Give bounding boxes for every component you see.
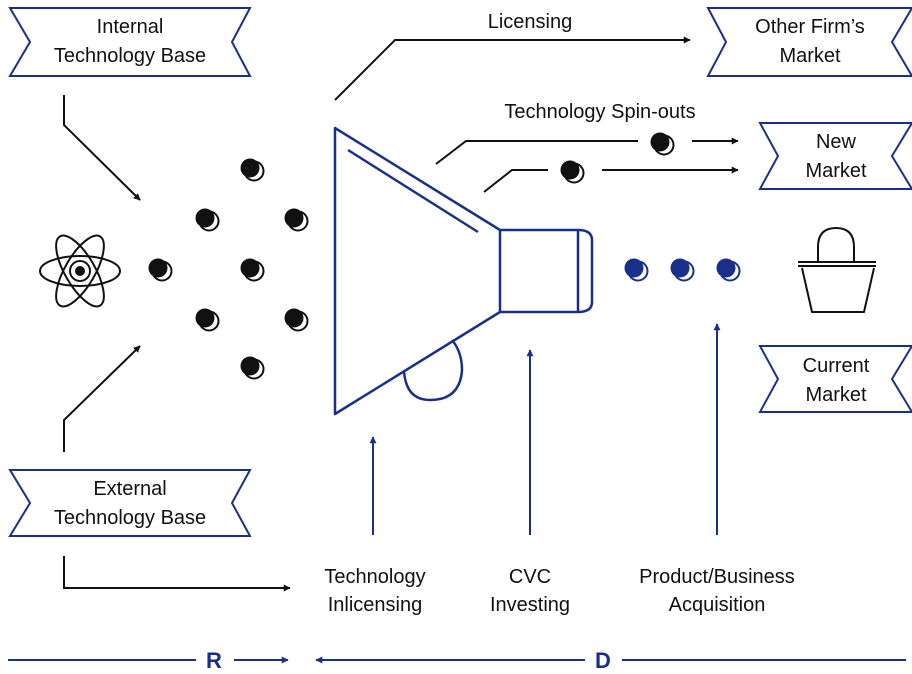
inlicensing-flow-arrow xyxy=(63,556,291,592)
product-dot xyxy=(624,258,649,282)
external-banner-line2: Technology Base xyxy=(54,507,206,529)
acquisition-label-line2: Acquisition xyxy=(669,594,766,616)
external-banner-line1: External xyxy=(93,478,166,500)
spin-outs-label: Technology Spin-outs xyxy=(504,101,695,123)
current-banner-line1: Current xyxy=(803,355,870,377)
idea-dot xyxy=(284,308,309,332)
licensing-label: Licensing xyxy=(488,11,573,33)
idea-dots xyxy=(148,132,675,380)
cvc-label-line2: Investing xyxy=(490,594,570,616)
licensing-arrow xyxy=(334,36,691,101)
idea-dot xyxy=(560,160,585,184)
acquisition-label-line1: Product/Business xyxy=(639,566,795,588)
other-firm-banner-line2: Market xyxy=(779,45,841,67)
new-banner-line2: Market xyxy=(805,160,867,182)
idea-dot xyxy=(650,132,675,156)
megaphone-funnel-icon xyxy=(333,126,594,416)
internal-banner-line2: Technology Base xyxy=(54,45,206,67)
development-label: D xyxy=(595,648,611,673)
current-market-banner: Current Market xyxy=(758,345,912,413)
other-firms-market-banner: Other Firm’s Market xyxy=(706,7,912,77)
spin-out-arrow-lower-line xyxy=(483,169,548,193)
external-flow-arrow xyxy=(63,345,141,452)
new-banner-line1: New xyxy=(816,131,857,153)
idea-dot xyxy=(240,158,265,182)
idea-dot xyxy=(195,208,220,232)
idea-dot xyxy=(240,356,265,380)
idea-dot xyxy=(148,258,173,282)
new-market-banner: New Market xyxy=(758,122,912,190)
shopping-basket-icon xyxy=(798,227,876,313)
internal-banner-line1: Internal xyxy=(97,16,164,38)
product-dots xyxy=(624,258,741,282)
internal-flow-arrow xyxy=(63,95,141,201)
cvc-label-line1: CVC xyxy=(509,566,551,588)
external-technology-base-banner: External Technology Base xyxy=(8,469,252,537)
idea-dot xyxy=(195,308,220,332)
internal-technology-base-banner: Internal Technology Base xyxy=(8,7,252,77)
atom-icon xyxy=(39,234,121,308)
research-label: R xyxy=(206,648,222,673)
product-dot xyxy=(670,258,695,282)
spin-out-arrow-upper-line xyxy=(435,140,638,165)
inlicensing-label-line2: Inlicensing xyxy=(328,594,423,616)
inlicensing-label-line1: Technology xyxy=(324,566,425,588)
product-dot xyxy=(716,258,741,282)
idea-dot xyxy=(284,208,309,232)
idea-dot xyxy=(240,258,265,282)
research-development-axis: R D xyxy=(8,648,906,673)
other-firm-banner-line1: Other Firm’s xyxy=(755,16,865,38)
current-banner-line2: Market xyxy=(805,384,867,406)
